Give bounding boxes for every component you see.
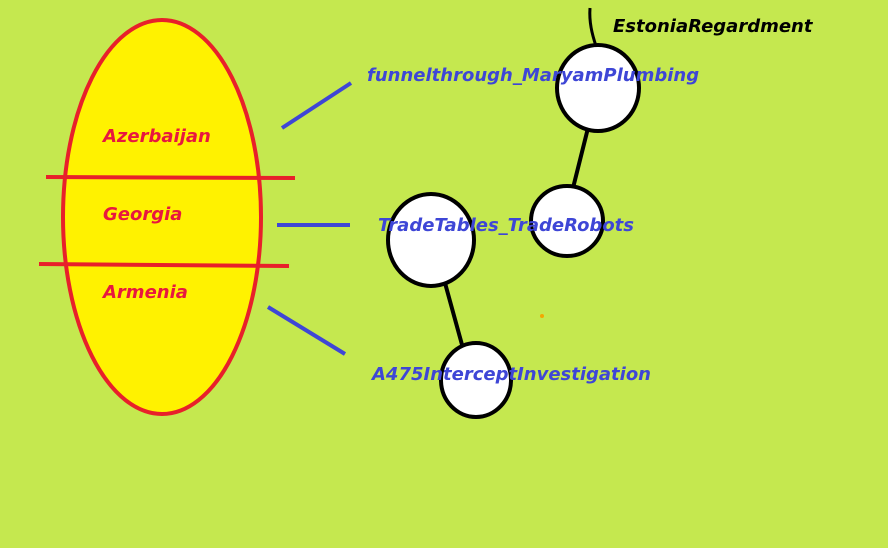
node-circle-2 xyxy=(529,184,605,258)
connector-azerbaijan xyxy=(280,81,353,130)
node-circle-1 xyxy=(555,43,641,133)
region-ellipse xyxy=(61,18,263,416)
node-label-funnelthrough: funnelthrough_MaryamPlumbing xyxy=(367,65,700,86)
edge-top-tail xyxy=(588,7,598,47)
connector-armenia xyxy=(266,305,347,356)
node-circle-4 xyxy=(439,341,513,419)
divider-line-lower xyxy=(38,262,290,268)
edge-node3-node4 xyxy=(443,282,466,353)
region-label-georgia: Georgia xyxy=(103,204,183,225)
divider-line-upper xyxy=(45,175,296,180)
node-label-a475: A475InterceptInvestigation xyxy=(372,364,651,385)
region-label-azerbaijan: Azerbaijan xyxy=(103,126,211,147)
stray-dot xyxy=(540,314,544,318)
region-label-armenia: Armenia xyxy=(103,282,188,303)
node-circle-3 xyxy=(386,192,476,288)
node-label-tradetables: TradeTables_TradeRobots xyxy=(378,215,634,236)
top-node-label: EstoniaRegardment xyxy=(613,16,813,37)
edge-node1-node2 xyxy=(571,127,590,189)
